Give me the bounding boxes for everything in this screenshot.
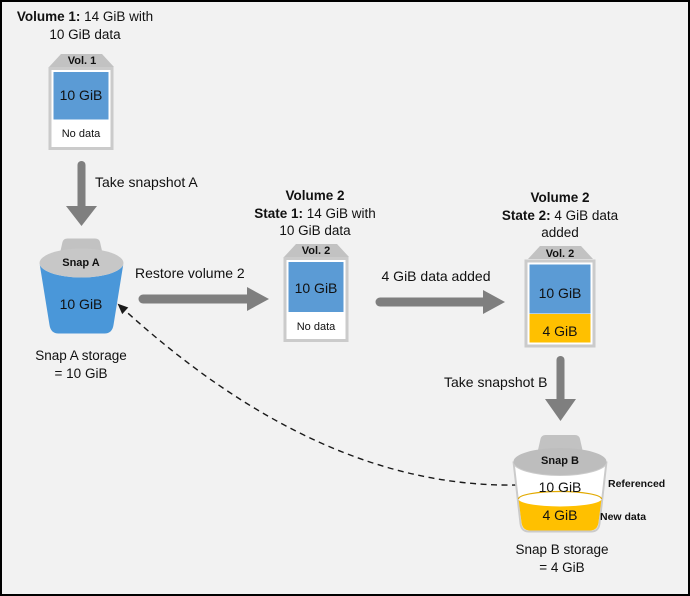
restore-arrow-icon <box>138 287 269 311</box>
add-data-arrow-icon <box>375 290 505 314</box>
volume2-state1-cap-label: Vol. 2 <box>301 245 331 257</box>
volume2-state2-icon <box>524 246 596 348</box>
add-data-arrow-label: 4 GiB data added <box>381 268 491 284</box>
take-snapshot-b-label: Take snapshot B <box>444 374 548 390</box>
volume2-state1-icon <box>283 244 349 342</box>
snap-a-name: Snap A <box>62 257 100 269</box>
volume1-title: Volume 1: 14 GiB with 10 GiB data <box>16 9 154 42</box>
referenced-tag: Referenced <box>608 478 666 490</box>
reference-dashed-arrow <box>117 303 519 486</box>
volume1-cap-label: Vol. 1 <box>67 55 97 67</box>
volume1-data-label: 10 GiB <box>59 87 103 103</box>
snap-a-data-label: 10 GiB <box>59 296 103 312</box>
restore-arrow-label: Restore volume 2 <box>135 265 245 281</box>
take-snapshot-a-label: Take snapshot A <box>95 174 198 190</box>
take-snapshot-b-arrow-icon <box>545 356 576 421</box>
volume2-state2-cap-label: Vol. 2 <box>545 248 575 260</box>
volume2-state2-title: Volume 2 State 2: 4 GiB data added <box>501 190 619 240</box>
new-data-tag: New data <box>600 511 647 523</box>
volume2-state1-title: Volume 2 State 1: 14 GiB with 10 GiB dat… <box>254 188 376 238</box>
snap-b-new-data-label: 4 GiB <box>542 507 578 523</box>
volume2-state1-data-label: 10 GiB <box>294 280 338 296</box>
volume1-empty-label: No data <box>61 128 101 140</box>
snap-b-name: Snap B <box>541 455 579 467</box>
volume2-state2-data-label: 10 GiB <box>538 285 582 301</box>
snap-b-referenced-data-label: 10 GiB <box>538 479 582 495</box>
snap-a-bucket-icon <box>39 238 124 334</box>
take-snapshot-a-arrow-icon <box>66 161 97 226</box>
snap-b-caption: Snap B storage = 4 GiB <box>515 542 609 575</box>
snap-a-caption: Snap A storage = 10 GiB <box>35 348 127 381</box>
volume2-state2-added-label: 4 GiB <box>542 323 578 339</box>
volume2-state1-empty-label: No data <box>296 321 336 333</box>
snap-b-bucket-icon <box>512 435 608 533</box>
volume1-icon <box>48 54 114 150</box>
